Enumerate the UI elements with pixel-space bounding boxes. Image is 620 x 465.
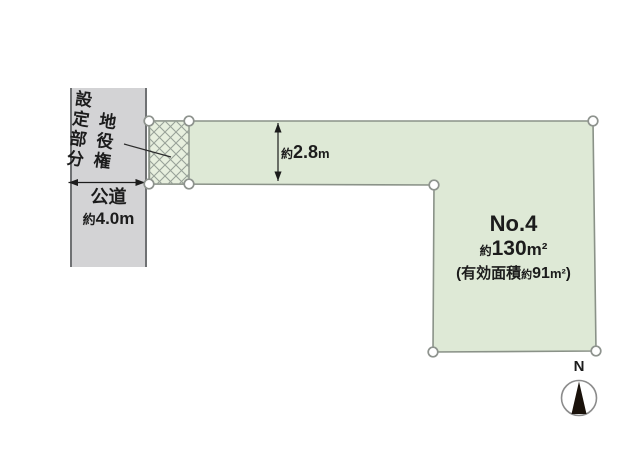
road-name: 公道 bbox=[90, 187, 127, 207]
strip-width-unit: m bbox=[318, 146, 330, 161]
corner-marker bbox=[143, 178, 155, 190]
road-label: 公道 約4.0m bbox=[70, 187, 147, 228]
corner-marker bbox=[427, 346, 439, 358]
road-width-prefix: 約 bbox=[82, 211, 96, 227]
effective-area-close: ) bbox=[565, 265, 571, 282]
strip-width-prefix: 約 bbox=[281, 147, 294, 161]
road-width-value: 4.0 bbox=[95, 208, 120, 228]
road-surface bbox=[70, 88, 147, 267]
effective-area-prefix: 約 bbox=[521, 269, 533, 281]
easement-leader-line bbox=[123, 143, 172, 158]
parcel-area-unit: m² bbox=[526, 240, 548, 259]
strip-width-value: 2.8 bbox=[293, 142, 319, 162]
effective-area-open: (有効面積 bbox=[456, 265, 522, 282]
corner-marker bbox=[183, 178, 195, 190]
corner-marker bbox=[428, 179, 440, 191]
parcel-area-prefix: 約 bbox=[479, 244, 492, 258]
parcel-label: No.4 約130m² (有効面積約91m²) bbox=[432, 212, 595, 284]
compass-needle-icon bbox=[571, 381, 587, 414]
effective-area-unit: m² bbox=[549, 266, 566, 281]
road-width-unit: m bbox=[119, 208, 135, 228]
boundary-markers bbox=[143, 115, 602, 358]
corner-marker bbox=[183, 115, 195, 127]
corner-marker bbox=[587, 115, 599, 127]
strip-width-label: 約2.8m bbox=[281, 142, 330, 163]
corner-marker bbox=[143, 115, 155, 127]
effective-area-value: 91 bbox=[532, 265, 550, 282]
corner-marker bbox=[590, 345, 602, 357]
compass bbox=[560, 379, 598, 417]
compass-north-label: N bbox=[573, 358, 585, 375]
parcel-effective-area: (有効面積約91m²) bbox=[432, 265, 595, 284]
parcel-area: 約130m² bbox=[432, 237, 595, 263]
parcel-number: No.4 bbox=[489, 211, 538, 236]
road-width: 約4.0m bbox=[70, 209, 147, 229]
parcel-area-value: 130 bbox=[491, 237, 527, 260]
easement-area bbox=[148, 120, 190, 185]
